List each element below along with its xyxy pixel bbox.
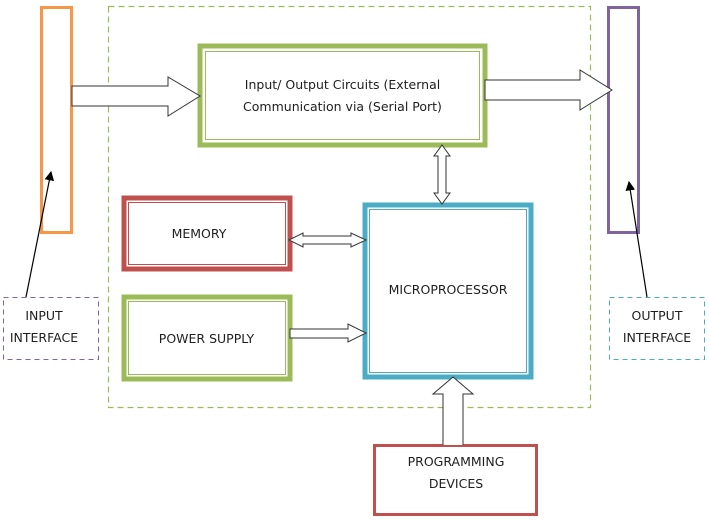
- input-interface-label: INPUT INTERFACE: [4, 298, 84, 356]
- system-boundary: [107, 5, 592, 409]
- arrow-prog-to-cpu: [431, 376, 475, 445]
- io-circuits-line1: Input/ Output Circuits (External: [244, 77, 441, 92]
- memory-box: [121, 195, 293, 272]
- output-interface-line2: INTERFACE: [622, 330, 692, 345]
- microprocessor-box: [362, 202, 534, 380]
- io-circuits-line2: Communication via (Serial Port): [243, 99, 442, 114]
- output-interface-label: OUTPUT INTERFACE: [610, 298, 704, 356]
- input-interface-line2: INTERFACE: [9, 330, 79, 345]
- output-interface-line1: OUTPUT: [631, 308, 683, 323]
- pointer-output-interface: [625, 180, 648, 298]
- programming-devices-label: PROGRAMMING DEVICES: [375, 446, 537, 500]
- arrow-io-cpu-bidirectional: [433, 144, 451, 205]
- arrow-power-to-cpu: [289, 323, 368, 343]
- programming-devices-line2: DEVICES: [428, 476, 484, 491]
- memory-label: MEMORY: [171, 226, 227, 241]
- io-circuits-label: Input/ Output Circuits (External Communi…: [206, 52, 479, 140]
- programming-devices-line1: PROGRAMMING: [407, 454, 505, 469]
- input-interface-box: [3, 297, 99, 360]
- arrow-io-to-output: [484, 69, 613, 111]
- input-interface-line1: INPUT: [25, 308, 63, 323]
- arrow-input-to-io: [71, 76, 201, 117]
- pointer-input-interface: [25, 170, 55, 298]
- power-supply-label: POWER SUPPLY: [158, 330, 255, 346]
- output-bar: [607, 6, 640, 234]
- arrow-memory-cpu-bidirectional: [287, 232, 368, 248]
- microprocessor-label: MICROPROCESSOR: [388, 282, 508, 297]
- output-interface-box: [609, 297, 705, 360]
- programming-devices-box: [373, 444, 538, 516]
